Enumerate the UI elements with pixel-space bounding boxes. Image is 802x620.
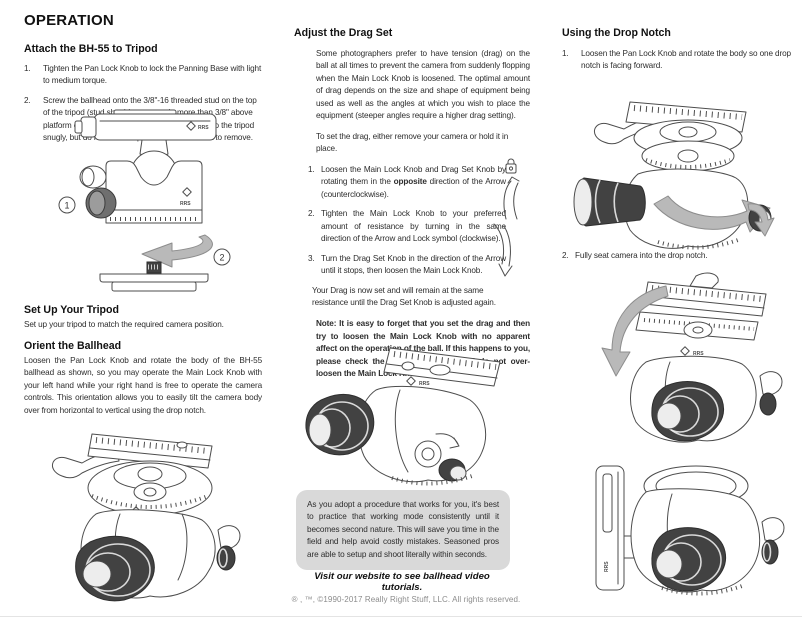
figure-ballhead-tilt-down: RRS bbox=[601, 272, 783, 443]
camera-plate: RRS bbox=[595, 465, 625, 591]
curved-arrow-up-icon bbox=[503, 176, 520, 220]
rrs-logo-icon: RRS bbox=[680, 346, 704, 357]
step-text: Tighten the Main Lock Knob to your prefe… bbox=[321, 209, 506, 244]
page-title: OPERATION bbox=[24, 12, 114, 29]
main-lock-knob bbox=[651, 381, 724, 442]
rrs-logo-icon: RRS bbox=[186, 121, 209, 131]
figure-ballhead-rotate-body: RRS bbox=[573, 101, 775, 250]
svg-text:RRS: RRS bbox=[604, 561, 610, 572]
step-number: 1. bbox=[562, 49, 569, 58]
step-item: 3. Turn the Drag Set Knob in the directi… bbox=[308, 253, 506, 278]
step-text: Tighten the Pan Lock Knob to lock the Pa… bbox=[43, 64, 262, 86]
step-text: Loosen the Pan Lock Knob and rotate the … bbox=[581, 49, 791, 71]
bottom-divider bbox=[0, 616, 802, 617]
step-item: 1. Tighten the Pan Lock Knob to lock the… bbox=[24, 63, 264, 88]
figure-ballhead-on-tripod: RRS RRS 1 bbox=[58, 109, 231, 292]
section-orient-ballhead: Orient the Ballhead Loosen the Pan Lock … bbox=[24, 340, 262, 417]
orient-body: Loosen the Pan Lock Knob and rotate the … bbox=[24, 356, 262, 415]
step-text: Fully seat camera into the drop notch. bbox=[575, 251, 708, 260]
rotate-arrow-icon bbox=[653, 195, 771, 233]
figure-ballhead-oriented: RRS bbox=[52, 433, 241, 602]
section-heading-orient: Orient the Ballhead bbox=[24, 340, 122, 352]
main-lock-knob bbox=[75, 535, 155, 602]
rrs-logo-icon: RRS bbox=[180, 187, 192, 207]
rotate-arrow-icon bbox=[141, 234, 213, 268]
drop-notch-step-1: 1. Loosen the Pan Lock Knob and rotate t… bbox=[562, 48, 796, 73]
callout-1-badge: 1 bbox=[58, 196, 76, 214]
step-text: Turn the Drag Set Knob in the direction … bbox=[321, 253, 506, 276]
tip-text: As you adopt a procedure that works for … bbox=[307, 500, 499, 559]
tip-box: As you adopt a procedure that works for … bbox=[296, 490, 510, 571]
figure-ballhead-drag-set: RRS bbox=[305, 347, 501, 486]
section-setup-tripod: Set Up Your Tripod Set up your tripod to… bbox=[24, 304, 262, 331]
opposite-emphasis: opposite bbox=[393, 177, 427, 187]
figure-camera-in-drop-notch: RRS bbox=[595, 465, 785, 596]
main-lock-knob bbox=[651, 527, 726, 592]
drop-notch-step-2: 2. Fully seat camera into the drop notch… bbox=[562, 250, 792, 269]
tilt-arrow-icon bbox=[601, 285, 669, 377]
setup-body: Set up your tripod to match the required… bbox=[24, 320, 224, 329]
svg-text:RRS: RRS bbox=[198, 125, 209, 131]
step-item: 2. Fully seat camera into the drop notch… bbox=[562, 250, 792, 262]
cta-text: Visit our website to see ballhead video … bbox=[314, 571, 490, 593]
step-text: Loosen the Main Lock Knob and Drag Set K… bbox=[321, 164, 506, 199]
section-heading-setup: Set Up Your Tripod bbox=[24, 304, 119, 316]
section-heading-attach: Attach the BH-55 to Tripod bbox=[24, 43, 158, 55]
pan-arrow-icon bbox=[747, 203, 775, 237]
step-item: 2. Tighten the Main Lock Knob to your pr… bbox=[308, 208, 506, 245]
svg-text:RRS: RRS bbox=[693, 351, 704, 357]
step-number: 1. bbox=[308, 164, 315, 174]
rrs-logo-icon: RRS bbox=[406, 376, 430, 387]
curved-arrow-down-icon bbox=[493, 223, 513, 277]
step-item: 1. Loosen the Main Lock Knob and Drag Se… bbox=[308, 164, 506, 201]
drag-steps: 1. Loosen the Main Lock Knob and Drag Se… bbox=[308, 164, 506, 278]
step-number: 2. bbox=[24, 95, 31, 105]
callout-2-badge: 2 bbox=[213, 248, 231, 266]
copyright-text: ® , ™, ©1990-2017 Really Right Stuff, LL… bbox=[291, 595, 521, 604]
svg-text:2: 2 bbox=[220, 253, 225, 263]
svg-text:RRS: RRS bbox=[180, 201, 191, 207]
section-heading-drop-notch: Using the Drop Notch bbox=[562, 27, 671, 39]
drag-result: Your Drag is now set and will remain at … bbox=[312, 285, 496, 307]
svg-text:RRS: RRS bbox=[419, 381, 430, 387]
step-item: 1. Loosen the Pan Lock Knob and rotate t… bbox=[562, 48, 796, 73]
section-heading-drag: Adjust the Drag Set bbox=[294, 27, 393, 39]
drag-intro: Some photographers prefer to have tensio… bbox=[316, 49, 530, 121]
step-number: 3. bbox=[308, 253, 315, 263]
main-lock-knob bbox=[305, 394, 375, 456]
step-number: 2. bbox=[308, 209, 315, 219]
step-number: 1. bbox=[24, 64, 31, 73]
step-number: 2. bbox=[562, 251, 569, 260]
column-middle: Adjust the Drag Set Some photographers p… bbox=[292, 0, 532, 620]
drag-intro-2: To set the drag, either remove your came… bbox=[316, 131, 509, 154]
column-right: Using the Drop Notch 1. Loosen the Pan L… bbox=[562, 0, 796, 620]
lock-icon bbox=[505, 158, 517, 174]
column-left: OPERATION Attach the BH-55 to Tripod 1. … bbox=[24, 0, 264, 620]
svg-text:1: 1 bbox=[65, 201, 70, 211]
main-lock-knob bbox=[573, 177, 646, 227]
